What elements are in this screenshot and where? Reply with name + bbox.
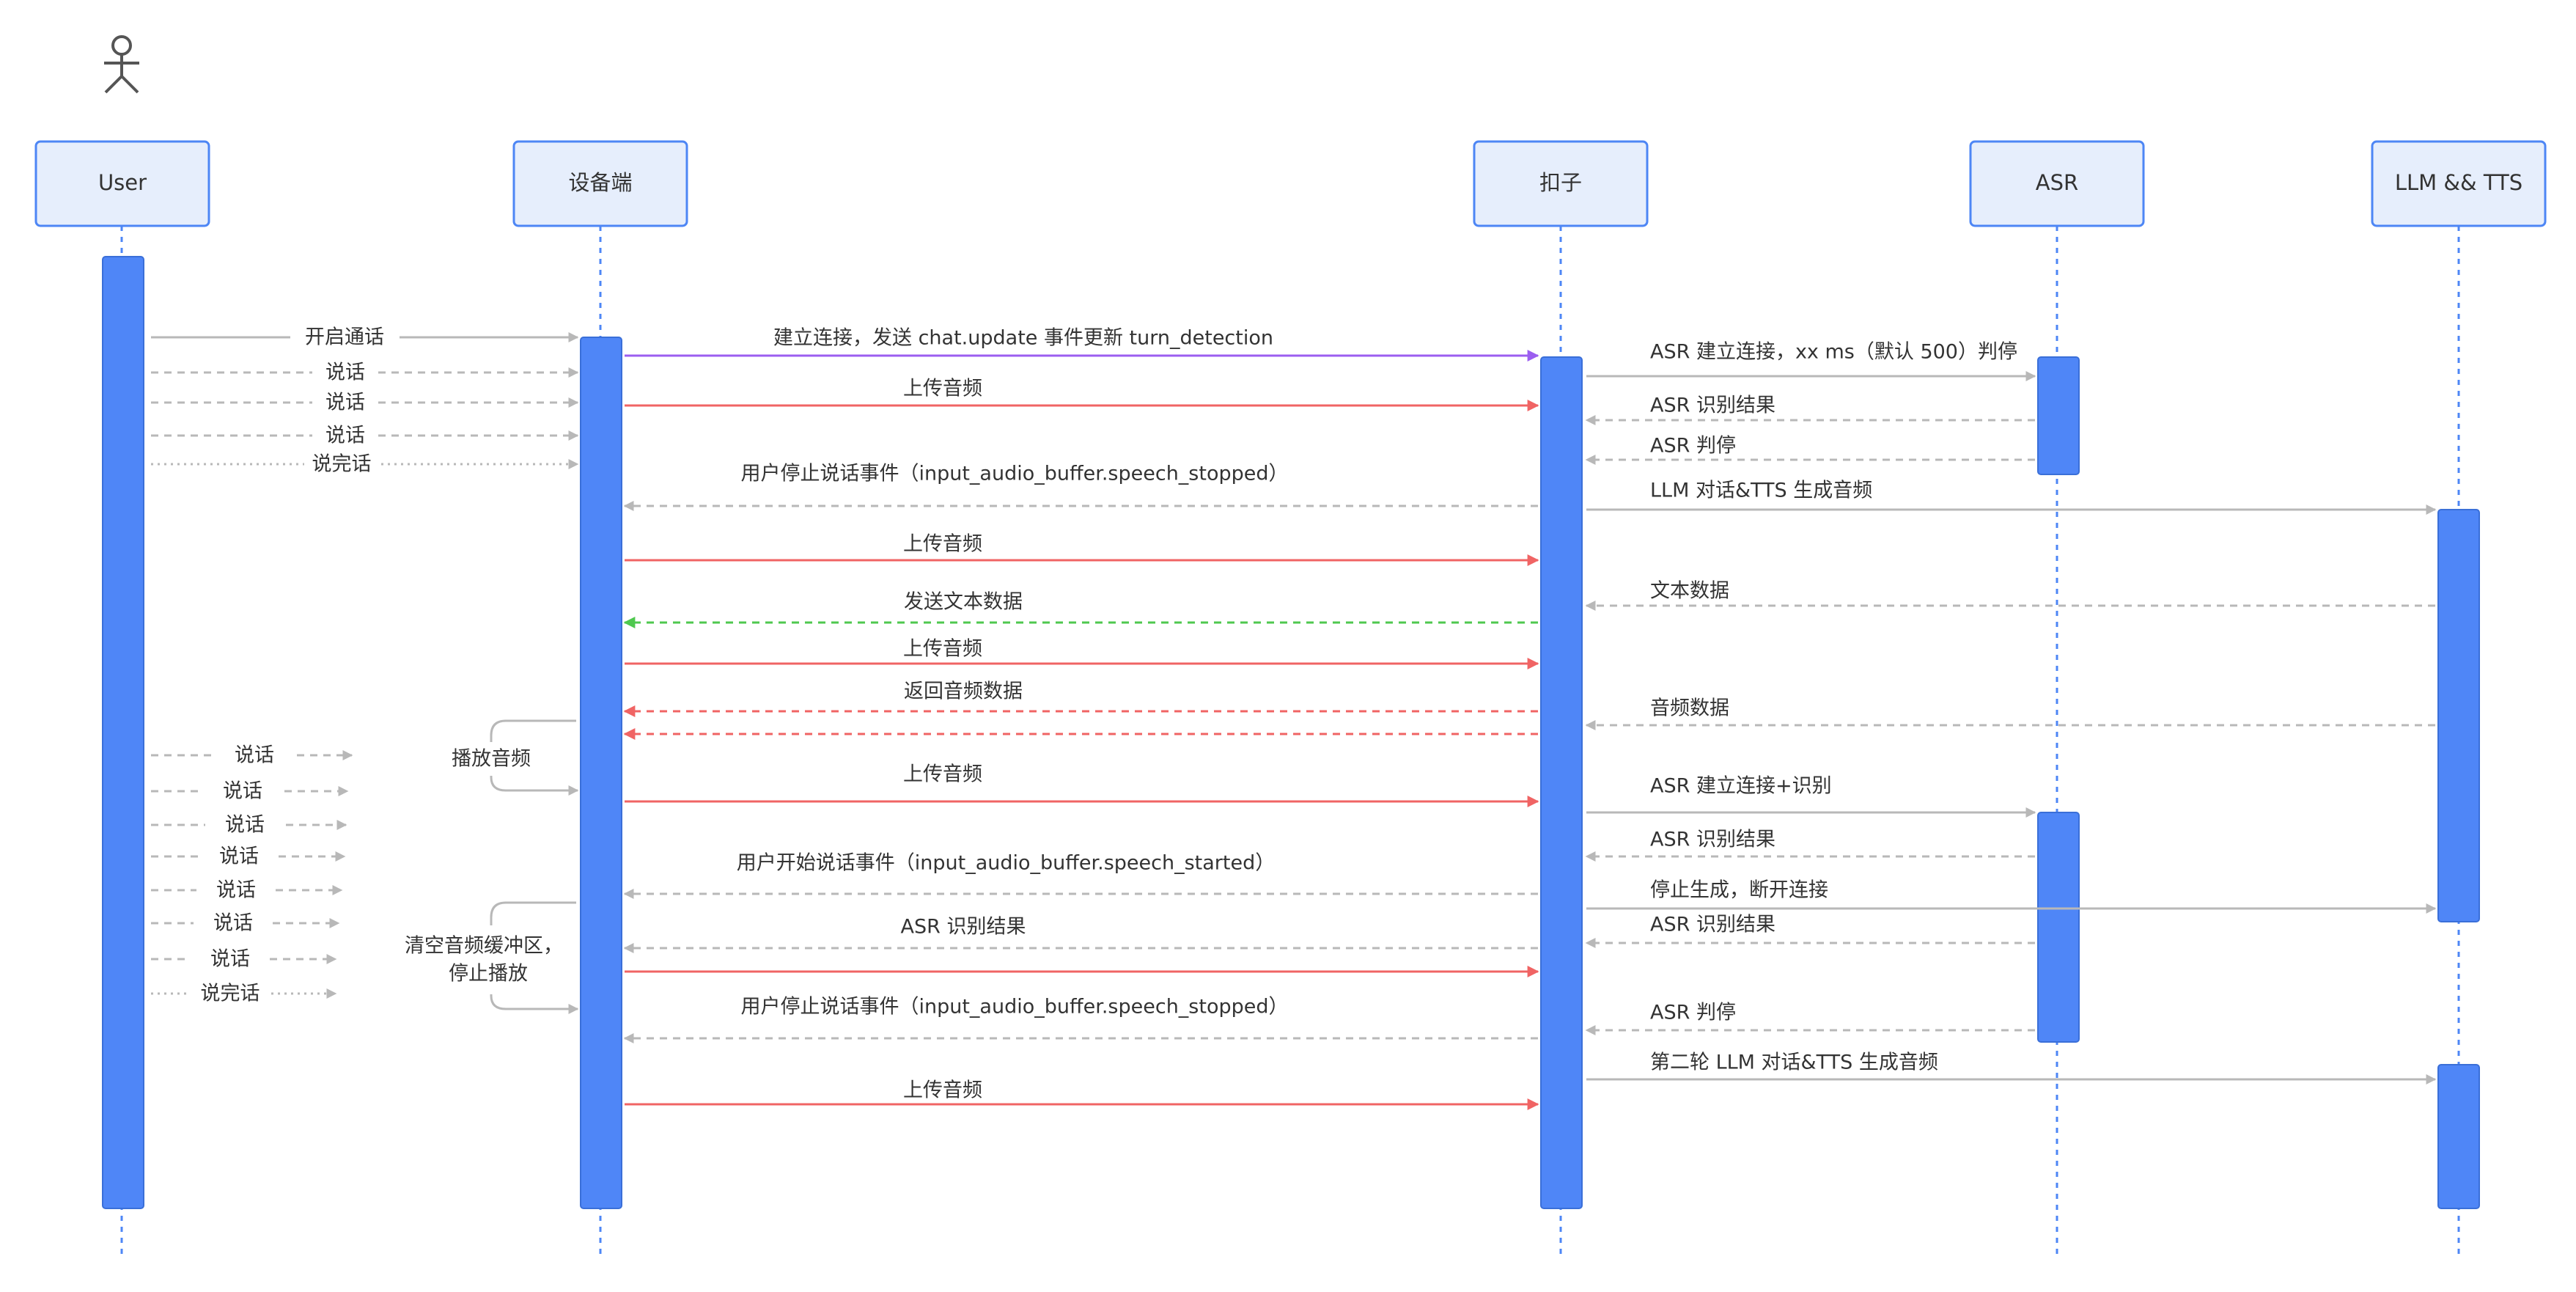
message-speak-short: 说话: [151, 845, 346, 868]
message-open-call: 开启通话: [151, 326, 579, 349]
message-speech-started: 用户开始说话事件（input_audio_buffer.speech_start…: [623, 852, 1538, 899]
message-label: 说话: [325, 392, 365, 414]
message-label: 用户停止说话事件（input_audio_buffer.speech_stopp…: [740, 463, 1288, 485]
message-label: 发送文本数据: [904, 591, 1023, 614]
message-speak-short: 说话: [151, 780, 349, 803]
message-speak-short: 说话: [151, 912, 340, 935]
participant-kouzi-label: 扣子: [1539, 170, 1582, 195]
message-label: 第二轮 LLM 对话&TTS 生成音频: [1650, 1051, 1938, 1074]
message-asr-result: ASR 识别结果: [1585, 829, 2035, 862]
message-asr-result: ASR 识别结果: [1585, 394, 2035, 425]
message-label: 开启通话: [305, 326, 384, 349]
self-message-label: 播放音频: [452, 748, 531, 771]
message-upload-audio: 上传音频: [625, 763, 1539, 807]
activation-user: [102, 256, 144, 1209]
message-label: 上传音频: [903, 638, 982, 661]
message-label: 文本数据: [1650, 580, 1729, 603]
participant-device: 设备端: [512, 140, 688, 227]
message-upload-audio: 上传音频: [625, 533, 1539, 566]
message-label: ASR 识别结果: [1650, 394, 1775, 417]
message-label: 上传音频: [903, 533, 982, 556]
participant-user-label: User: [98, 170, 147, 195]
message-label: 说话: [325, 361, 365, 384]
message-second-round-llm: 第二轮 LLM 对话&TTS 生成音频: [1586, 1051, 2437, 1084]
message-speak: 说话: [151, 392, 579, 414]
message-label: 说话: [235, 744, 274, 767]
message-asr-connect: ASR 建立连接，xx ms（默认 500）判停: [1586, 341, 2036, 381]
self-message-play-audio: 播放音频: [452, 719, 579, 796]
activation-asr-2: [2037, 812, 2080, 1043]
message-text-data: 文本数据: [1585, 580, 2435, 611]
message-label: 建立连接，发送 chat.update 事件更新 turn_detection: [773, 327, 1273, 350]
participant-asr: ASR: [1969, 140, 2145, 227]
message-label: 说完话: [312, 453, 372, 476]
message-label: ASR 识别结果: [1650, 914, 1775, 936]
message-upload-audio: 上传音频: [625, 378, 1539, 411]
message-speak-short: 说话: [151, 948, 337, 971]
message-label: 说话: [219, 845, 259, 868]
message-finish-speaking-short: 说完话: [151, 983, 337, 1005]
message-label: ASR 建立连接+识别: [1650, 775, 1832, 798]
activation-llm-1: [2437, 509, 2480, 922]
participant-asr-label: ASR: [2036, 170, 2078, 195]
message-speak: 说话: [151, 361, 579, 384]
self-message-clear-buffer: 清空音频缓冲区， 停止播放: [405, 901, 579, 1014]
message-asr-result: ASR 识别结果: [623, 916, 1538, 953]
message-llm-tts: LLM 对话&TTS 生成音频: [1586, 480, 2437, 515]
message-label: LLM 对话&TTS 生成音频: [1650, 480, 1872, 502]
message-label: 说完话: [201, 983, 260, 1005]
activation-kouzi: [1540, 356, 1583, 1209]
self-message-label: 停止播放: [449, 963, 528, 985]
message-asr-connect-recognize: ASR 建立连接+识别: [1586, 775, 2036, 818]
message-label: 上传音频: [903, 763, 982, 786]
message-asr-stop: ASR 判停: [1585, 1002, 2035, 1035]
message-label: 说话: [213, 912, 253, 935]
activation-asr-1: [2037, 356, 2080, 475]
message-label: ASR 判停: [1650, 1002, 1736, 1024]
self-message-label: 清空音频缓冲区，: [405, 935, 563, 958]
message-label: ASR 识别结果: [1650, 829, 1775, 851]
message-send-text-data: 发送文本数据: [623, 591, 1538, 628]
message-speak: 说话: [151, 425, 579, 447]
message-upload-audio: 上传音频: [625, 1079, 1539, 1110]
message-stop-generation: 停止生成，断开连接: [1586, 879, 2437, 914]
message-finish-speaking: 说完话: [151, 453, 579, 476]
message-label: 返回音频数据: [904, 680, 1023, 703]
message-label: 用户停止说话事件（input_audio_buffer.speech_stopp…: [740, 996, 1288, 1018]
message-asr-result: ASR 识别结果: [1585, 914, 2035, 948]
message-label: ASR 建立连接，xx ms（默认 500）判停: [1650, 341, 2017, 364]
message-asr-stop: ASR 判停: [1585, 435, 2035, 465]
message-speak-short: 说话: [151, 814, 347, 837]
participant-llm-label: LLM && TTS: [2395, 170, 2522, 195]
message-label: 说话: [210, 948, 250, 971]
message-label: ASR 判停: [1650, 435, 1736, 458]
participant-llm: LLM && TTS: [2371, 140, 2547, 227]
message-speech-stopped: 用户停止说话事件（input_audio_buffer.speech_stopp…: [623, 463, 1538, 511]
message-label: 用户开始说话事件（input_audio_buffer.speech_start…: [737, 852, 1275, 875]
message-speak-short: 说话: [151, 879, 343, 902]
participant-device-label: 设备端: [568, 170, 632, 195]
message-speak-short: 说话: [151, 744, 353, 767]
activation-device: [580, 337, 622, 1209]
activation-llm-2: [2437, 1064, 2480, 1209]
message-return-audio-data: 返回音频数据: [623, 680, 1538, 740]
message-label: 说话: [223, 780, 262, 803]
message-upload-audio: 上传音频: [625, 638, 1539, 669]
message-connect-chat-update: 建立连接，发送 chat.update 事件更新 turn_detection: [625, 327, 1539, 361]
message-label: 上传音频: [903, 378, 982, 400]
message-label: ASR 识别结果: [901, 916, 1026, 939]
message-label: 说话: [325, 425, 365, 447]
participant-kouzi: 扣子: [1473, 140, 1649, 227]
message-label: 上传音频: [903, 1079, 982, 1102]
message-speech-stopped: 用户停止说话事件（input_audio_buffer.speech_stopp…: [623, 996, 1538, 1043]
message-audio-data: 音频数据: [1585, 697, 2435, 730]
stick-figure-icon: [104, 35, 139, 94]
message-label: 停止生成，断开连接: [1650, 879, 1828, 902]
message-label: 音频数据: [1650, 697, 1729, 720]
message-label: 说话: [225, 814, 265, 837]
message-label: 说话: [216, 879, 256, 902]
participant-user: User: [34, 140, 210, 227]
